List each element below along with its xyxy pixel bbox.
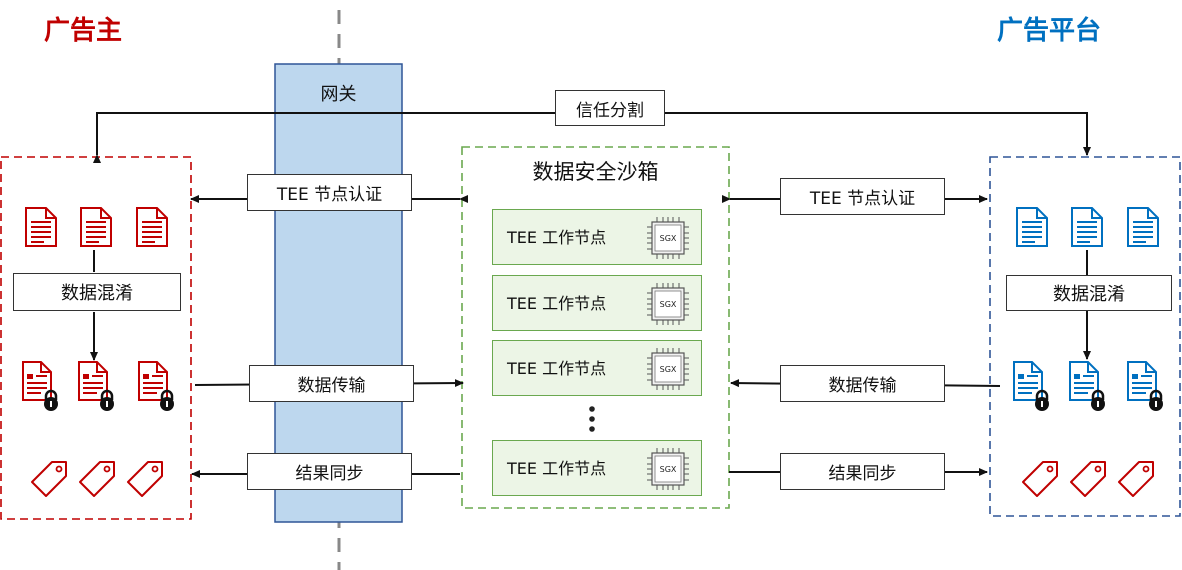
- document-icon: [80, 207, 112, 247]
- tee-node-label: TEE 工作节点: [507, 294, 607, 313]
- tee-node: TEE 工作节点 SGX: [492, 340, 702, 396]
- sgx-chip-icon: SGX: [647, 283, 689, 325]
- trust-split-label: 信任分割: [555, 90, 665, 126]
- tee-node-label: TEE 工作节点: [507, 228, 607, 247]
- locked-document-icon: [1069, 361, 1105, 411]
- sandbox-title: 数据安全沙箱: [532, 160, 659, 184]
- right-sync-label: 结果同步: [780, 453, 945, 490]
- sgx-chip-icon: SGX: [647, 348, 689, 390]
- right-auth-label: TEE 节点认证: [780, 178, 945, 215]
- locked-document-icon: [22, 361, 58, 411]
- right-obfuscate-box: 数据混淆: [1006, 275, 1172, 311]
- tag-icon: [1070, 461, 1106, 497]
- tag-icon: [127, 461, 163, 497]
- tag-icon: [1022, 461, 1058, 497]
- document-icon: [136, 207, 168, 247]
- locked-document-icon: [1127, 361, 1163, 411]
- document-icon: [1127, 207, 1159, 247]
- left-sync-label: 结果同步: [247, 453, 412, 490]
- tag-icon: [31, 461, 67, 497]
- locked-document-icon: [1013, 361, 1049, 411]
- tee-node-label: TEE 工作节点: [507, 359, 607, 378]
- locked-document-icon: [78, 361, 114, 411]
- left-transfer-label: 数据传输: [249, 365, 414, 402]
- tee-node: TEE 工作节点 SGX: [492, 209, 702, 265]
- left-obfuscate-box: 数据混淆: [13, 273, 181, 311]
- advertiser-title: 广告主: [44, 16, 123, 46]
- ellipsis-dot: [589, 416, 595, 422]
- sgx-chip-icon: SGX: [647, 217, 689, 259]
- right-transfer-label: 数据传输: [780, 365, 945, 402]
- platform-title: 广告平台: [997, 16, 1102, 46]
- gateway-column: [274, 63, 403, 523]
- svg-text:SGX: SGX: [660, 365, 677, 374]
- svg-text:SGX: SGX: [660, 465, 677, 474]
- ellipsis-dot: [589, 426, 595, 432]
- document-icon: [1071, 207, 1103, 247]
- svg-text:SGX: SGX: [660, 300, 677, 309]
- tag-icon: [79, 461, 115, 497]
- left-auth-label: TEE 节点认证: [247, 174, 412, 211]
- tee-node: TEE 工作节点 SGX: [492, 275, 702, 331]
- svg-text:SGX: SGX: [660, 234, 677, 243]
- gateway-label: 网关: [320, 84, 357, 105]
- ellipsis-dot: [589, 406, 595, 412]
- sgx-chip-icon: SGX: [647, 448, 689, 490]
- tag-icon: [1118, 461, 1154, 497]
- tee-node: TEE 工作节点 SGX: [492, 440, 702, 496]
- locked-document-icon: [138, 361, 174, 411]
- document-icon: [25, 207, 57, 247]
- tee-node-label: TEE 工作节点: [507, 459, 607, 478]
- document-icon: [1016, 207, 1048, 247]
